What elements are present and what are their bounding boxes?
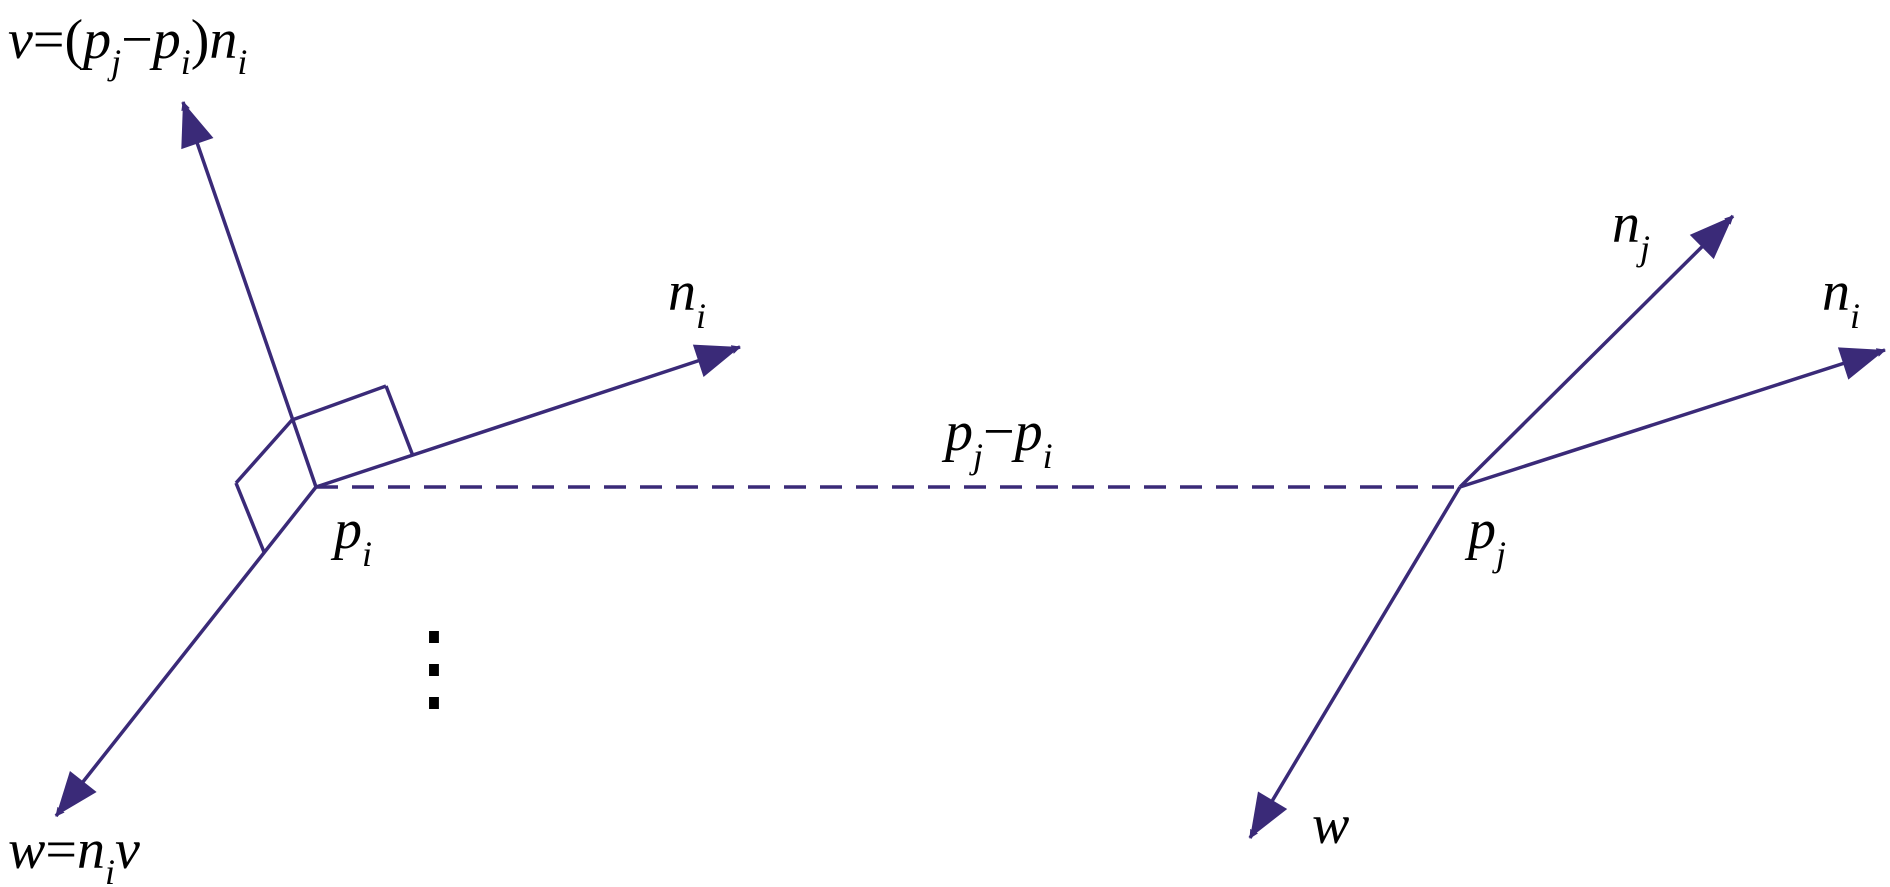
vertical-ellipsis: ⋮ [386, 614, 482, 721]
right-angle-marker-top-2 [384, 385, 415, 457]
minus-sign: − [121, 9, 153, 71]
nj-arrowhead [1689, 216, 1733, 260]
ni-right-arrowhead [1837, 347, 1885, 380]
n-symbol: n [1822, 261, 1850, 323]
w-right-label: w [1312, 794, 1349, 856]
pi-label: pi [330, 499, 372, 574]
subscript-j: j [1492, 534, 1506, 574]
right-angle-marker-left-1 [234, 418, 294, 485]
nj-arrow [1458, 214, 1735, 489]
p-symbol: p [149, 9, 181, 71]
v-symbol: v [115, 819, 140, 881]
w-symbol: w [8, 819, 45, 881]
close-paren: ) [191, 9, 210, 71]
w-right-arrowhead [1250, 791, 1288, 838]
nj-right-label: nj [1612, 193, 1650, 268]
subscript-j: j [1636, 228, 1650, 268]
ni-left-arrowhead [692, 344, 740, 377]
n-symbol: n [77, 819, 105, 881]
p-symbol: p [1011, 401, 1043, 463]
pj-label: pj [1464, 499, 1506, 574]
v-vector-arrow [181, 101, 318, 488]
p-symbol: p [330, 499, 362, 561]
equals-paren: =( [33, 9, 83, 71]
p-symbol: p [79, 9, 111, 71]
subscript-i: i [237, 42, 247, 82]
p-symbol: p [1464, 499, 1496, 561]
n-symbol: n [209, 9, 237, 71]
right-angle-marker-top-1 [291, 384, 387, 422]
subscript-j: j [969, 436, 983, 476]
labels: v=(pj−pi)ni w=niv ni pi pj−pi pj nj ni [8, 9, 1860, 887]
v-formula-label: v=(pj−pi)ni [8, 9, 247, 82]
ni-left-arrow [315, 345, 741, 489]
p-symbol: p [941, 401, 973, 463]
ni-right-label: ni [1822, 261, 1860, 336]
subscript-i: i [696, 296, 706, 336]
diagram-edges [54, 101, 1886, 839]
pj-minus-pi-label: pj−pi [941, 401, 1053, 476]
subscript-i: i [1850, 296, 1860, 336]
subscript-j: j [107, 42, 121, 82]
subscript-i: i [181, 42, 191, 82]
right-angle-marker-left-2 [234, 482, 266, 553]
ni-left-label: ni [668, 261, 706, 336]
subscript-i: i [105, 852, 115, 887]
w-arrowhead [56, 770, 97, 816]
w-vector-arrow [54, 485, 318, 818]
v-symbol: v [8, 9, 33, 71]
ni-right-arrow [1459, 348, 1886, 489]
v-arrowhead [181, 102, 214, 150]
minus-sign: − [983, 401, 1015, 463]
w-right-arrow [1248, 486, 1462, 839]
n-symbol: n [1612, 193, 1640, 255]
subscript-i: i [1043, 436, 1053, 476]
w-formula-label: w=niv [8, 819, 140, 887]
n-symbol: n [668, 261, 696, 323]
equals-sign: = [45, 819, 77, 881]
subscript-i: i [362, 534, 372, 574]
